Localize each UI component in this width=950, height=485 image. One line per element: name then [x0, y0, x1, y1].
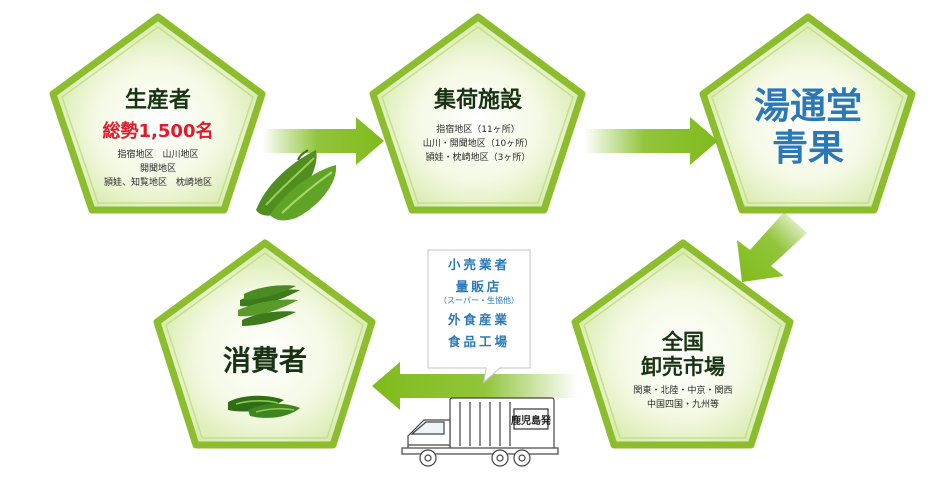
producers-area-1: 指宿地区 山川地区 — [117, 150, 199, 160]
company-title-line2: 青果 — [771, 128, 844, 169]
arrow-company-to-wholesale — [737, 212, 807, 282]
retail-item-3: 外食産業 — [447, 312, 510, 327]
arrow-producers-to-collection — [262, 117, 384, 165]
collection-title: 集荷施設 — [433, 88, 522, 113]
retail-item-1: 小売業者 — [447, 257, 510, 272]
pentagon-consumers — [153, 239, 376, 449]
truck-image — [401, 397, 559, 467]
retail-list: 小売業者 量販店 （スーパー・生協他） 外食産業 食品工場 — [428, 257, 530, 350]
wholesale-area-1: 関東・北陸・中京・関西 — [633, 386, 733, 396]
pea-pod-image — [256, 149, 337, 221]
pentagon-producers — [49, 13, 266, 214]
pentagon-wholesale — [571, 239, 794, 449]
producers-title: 生産者 — [124, 88, 191, 113]
pea-pod-bundle-image — [238, 285, 300, 326]
retail-item-4: 食品工場 — [447, 334, 510, 349]
pentagon-company — [699, 13, 916, 214]
retail-note: （スーパー・生協他） — [439, 296, 519, 305]
producers-area-3: 頴娃、知覧地区 枕崎地区 — [103, 178, 212, 188]
arrow-collection-to-company — [584, 117, 718, 165]
wholesale-area-2: 中国四国・九州等 — [646, 400, 719, 410]
retail-callout — [427, 249, 531, 384]
producers-count: 総勢1,500名 — [102, 121, 214, 142]
pentagon-collection — [369, 13, 586, 214]
snow-pea-image — [228, 395, 300, 418]
truck-sign-label: 鹿児島発 — [511, 414, 552, 427]
collection-area-3: 頴娃・枕崎地区（3ヶ所） — [425, 153, 531, 163]
retail-item-2: 量販店 — [455, 279, 503, 294]
wholesale-title-line2: 卸売市場 — [641, 355, 725, 379]
wholesale-title-line1: 全国 — [662, 330, 704, 354]
collection-area-1: 指宿地区（11ヶ所） — [436, 125, 520, 135]
consumers-title: 消費者 — [222, 344, 307, 377]
collection-area-2: 山川・開聞地区（10ヶ所） — [422, 139, 534, 149]
company-title-line1: 湯通堂 — [753, 86, 862, 127]
producers-area-2: 開聞地区 — [139, 164, 176, 174]
